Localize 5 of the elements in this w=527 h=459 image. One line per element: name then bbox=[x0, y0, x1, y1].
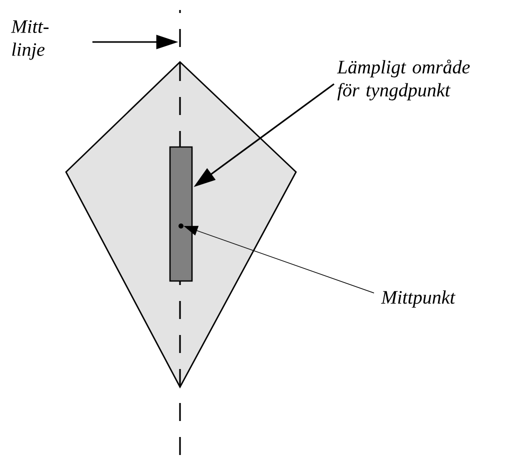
kite-shape bbox=[65, 61, 297, 388]
callout-text: Mittpunkt bbox=[380, 290, 456, 308]
callout-text: Lämpligt område för tyngdpunkt bbox=[336, 60, 470, 100]
callout-text: Mitt- linje bbox=[10, 20, 49, 60]
rectangle-area bbox=[169, 146, 193, 282]
